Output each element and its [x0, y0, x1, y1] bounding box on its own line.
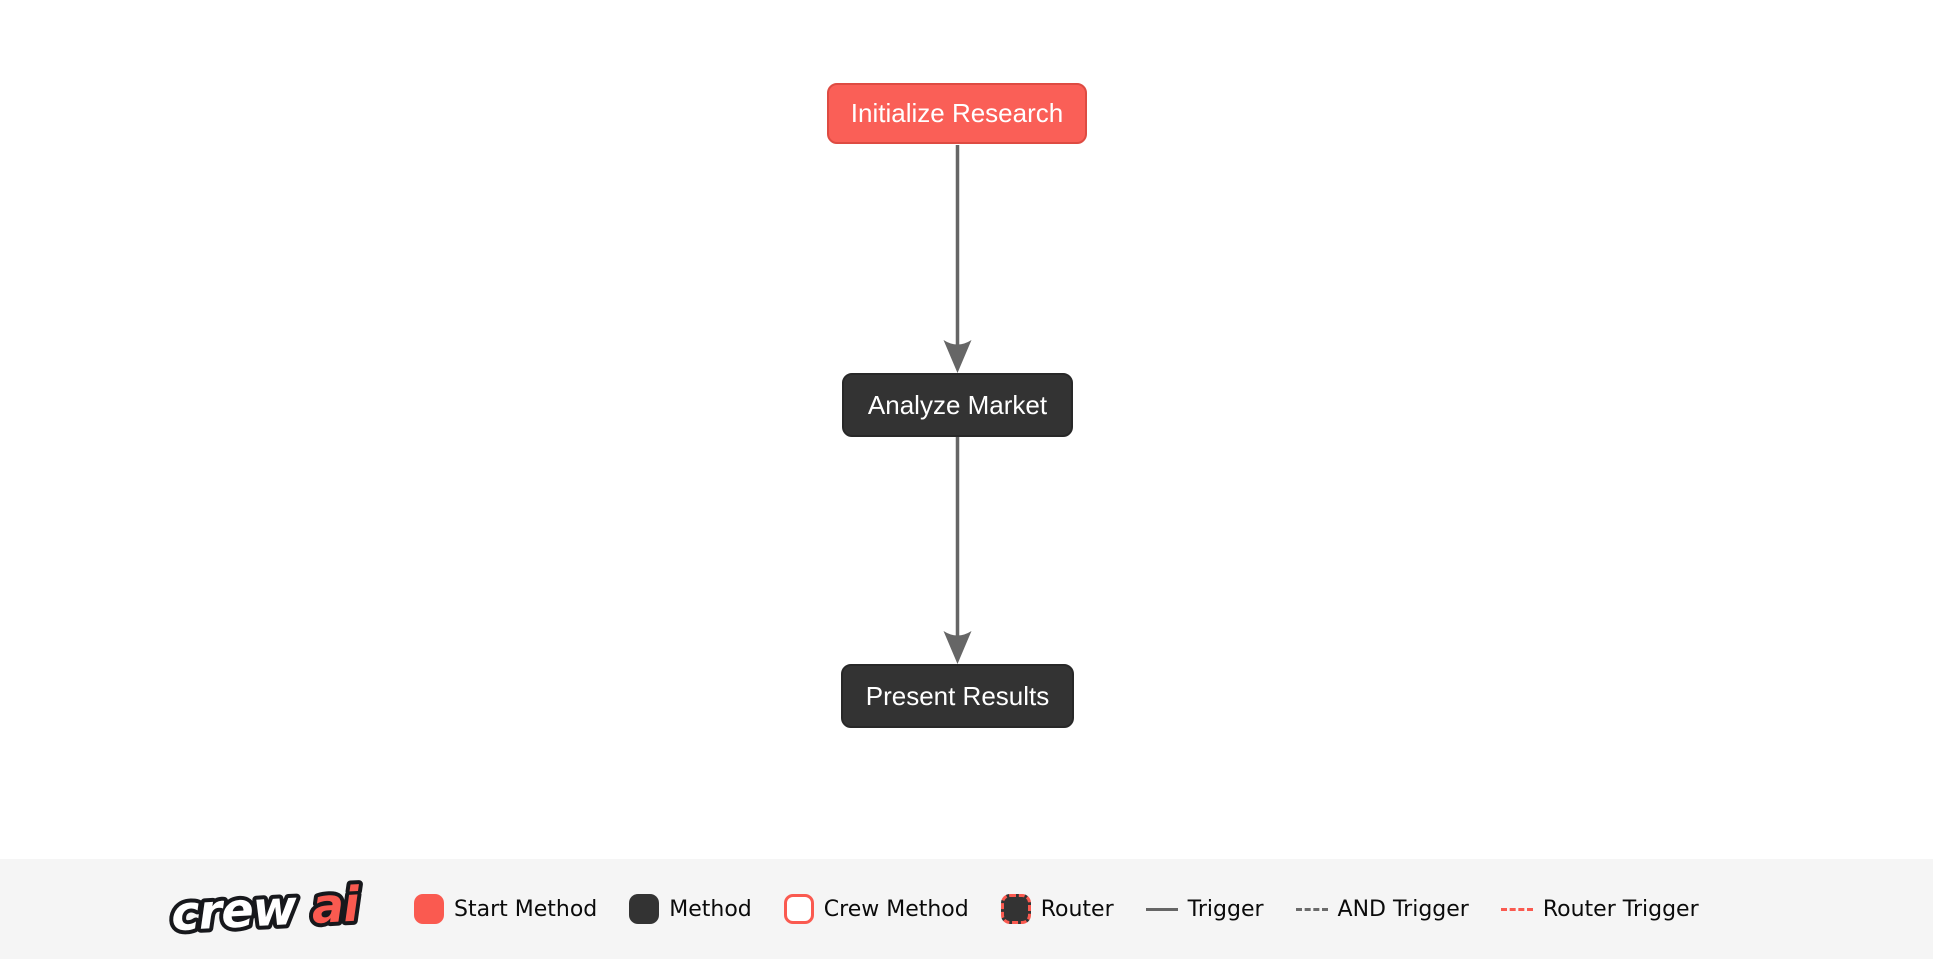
legend-label: Start Method: [454, 896, 598, 922]
trigger-line-icon: [1145, 907, 1178, 911]
legend-label: Router: [1040, 896, 1114, 922]
svg-text:crew ai: crew ai: [170, 877, 362, 943]
legend-label: Trigger: [1187, 896, 1264, 922]
router-swatch-icon: [1000, 894, 1031, 924]
flow-edges: [943, 145, 972, 664]
legend-label: Method: [669, 896, 752, 922]
router-trigger-line-icon: [1500, 907, 1533, 911]
edge-initialize-to-analyze: [943, 145, 972, 373]
legend-label: Crew Method: [823, 896, 969, 922]
legend-item-router-trigger: Router Trigger: [1500, 896, 1699, 922]
method-swatch-icon: [629, 894, 660, 924]
edge-analyze-to-present: [943, 437, 972, 664]
crew-method-swatch-icon: [783, 894, 814, 924]
logo-text-ai: ai: [310, 877, 361, 935]
flow-node-initialize-research[interactable]: Initialize Research: [827, 83, 1087, 144]
crewai-logo: crew ai: [166, 875, 365, 943]
flow-node-present-results[interactable]: Present Results: [841, 664, 1074, 728]
flow-node-analyze-market[interactable]: Analyze Market: [842, 373, 1073, 437]
legend-bar: crew ai Start Method Method Crew Method …: [0, 859, 1933, 959]
start-method-swatch-icon: [414, 894, 444, 924]
node-label: Present Results: [865, 680, 1050, 711]
legend-item-start-method: Start Method: [414, 894, 597, 924]
legend-item-method: Method: [629, 894, 752, 924]
node-label: Initialize Research: [850, 98, 1064, 128]
legend-label: Router Trigger: [1542, 896, 1699, 922]
and-trigger-line-icon: [1295, 907, 1328, 911]
node-label: Analyze Market: [867, 389, 1048, 420]
legend-item-trigger: Trigger: [1145, 896, 1264, 922]
legend-item-and-trigger: AND Trigger: [1295, 896, 1469, 922]
legend-item-router: Router: [1000, 894, 1114, 924]
logo-text-crew: crew: [170, 880, 299, 943]
flow-canvas[interactable]: Initialize Research Analyze Market Prese…: [0, 0, 1933, 859]
legend-item-crew-method: Crew Method: [783, 894, 969, 924]
legend-label: AND Trigger: [1337, 896, 1469, 922]
